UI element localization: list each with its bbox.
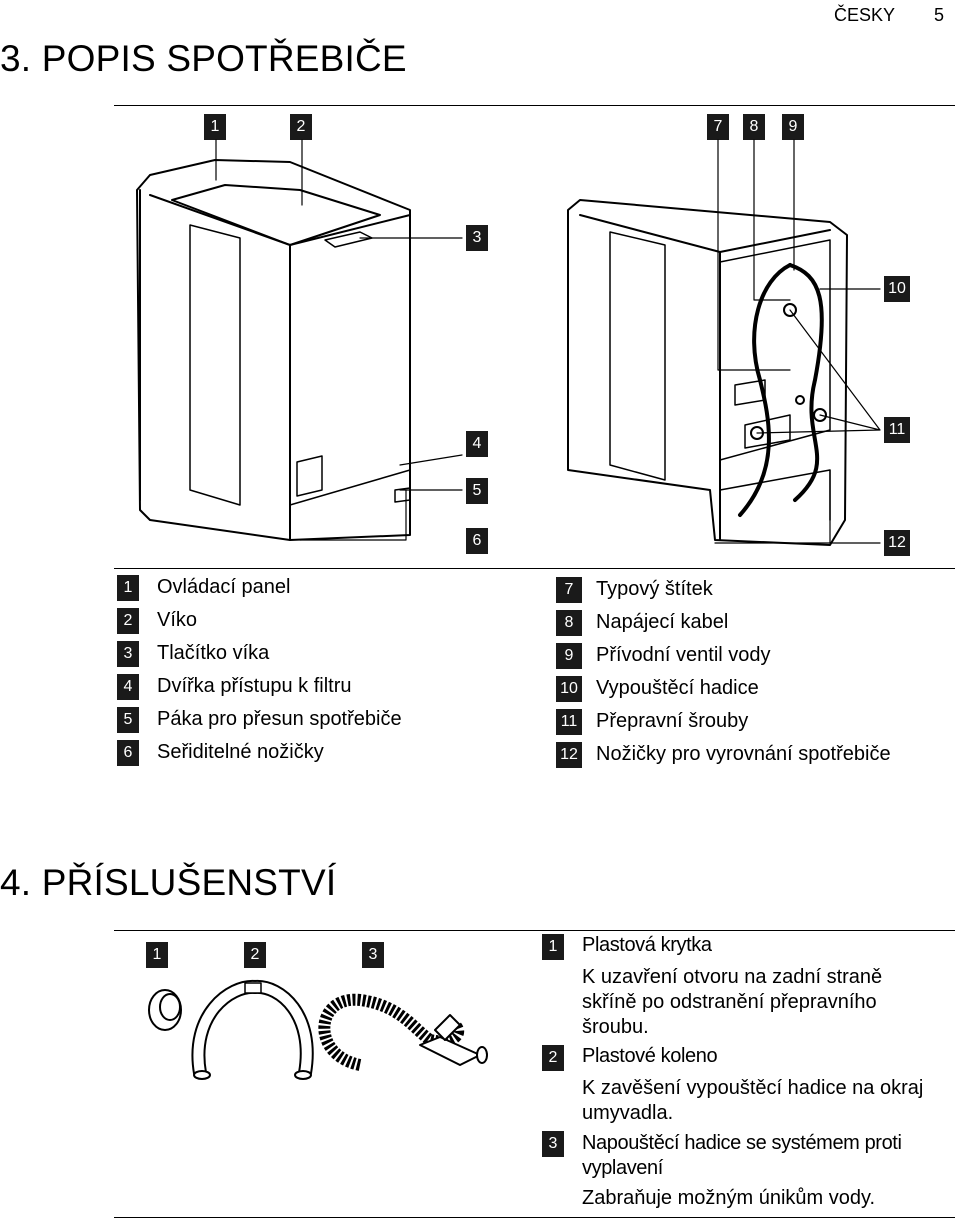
legend-badge: 3 <box>117 641 139 667</box>
callout-badge-7: 7 <box>707 114 729 140</box>
legend-badge: 5 <box>117 707 139 733</box>
accessory-callout-2: 2 <box>244 942 266 968</box>
accessory-title: Napouštěcí hadice se systémem proti vypl… <box>582 1132 902 1179</box>
legend-text: Přepravní šrouby <box>596 710 749 732</box>
appliance-illustration <box>136 139 881 546</box>
accessories-illustration <box>148 979 488 1080</box>
accessory-badge-1: 1 <box>542 934 564 960</box>
legend-text: Páka pro přesun spotřebiče <box>157 708 402 730</box>
legend-text: Seřiditelné nožičky <box>157 741 324 763</box>
callout-badge-9: 9 <box>782 114 804 140</box>
divider-legend <box>114 568 955 569</box>
section-title-accessories: 4. PŘÍSLUŠENSTVÍ <box>0 862 337 903</box>
legend-badge: 2 <box>117 608 139 634</box>
callout-badge-3: 3 <box>466 225 488 251</box>
page-number: 5 <box>934 5 945 25</box>
callout-badge-8: 8 <box>743 114 765 140</box>
accessory-title: Plastová krytka <box>582 934 712 956</box>
legend-text: Tlačítko víka <box>157 642 270 664</box>
accessory-callout-3: 3 <box>362 942 384 968</box>
legend-badge: 4 <box>117 674 139 700</box>
callout-badge-5: 5 <box>466 478 488 504</box>
divider-accessories <box>114 930 955 931</box>
legend-badge: 6 <box>117 740 139 766</box>
callout-badge-2: 2 <box>290 114 312 140</box>
legend-badge: 11 <box>556 709 582 735</box>
legend-text: Napájecí kabel <box>596 611 729 633</box>
section-title-description: 3. POPIS SPOTŘEBIČE <box>0 38 407 79</box>
callout-badge-10: 10 <box>884 276 910 302</box>
accessory-badge-3: 3 <box>542 1131 564 1157</box>
accessory-description: K uzavření otvoru na zadní straně skříně… <box>582 966 883 1038</box>
callout-badge-1: 1 <box>204 114 226 140</box>
callout-badge-6: 6 <box>466 528 488 554</box>
accessory-description: K zavěšení vypouštěcí hadice na okraj um… <box>582 1077 924 1124</box>
callout-badge-4: 4 <box>466 431 488 457</box>
accessory-callout-1: 1 <box>146 942 168 968</box>
language-label: ČESKY <box>834 5 896 25</box>
accessory-description: Zabraňuje možným únikům vody. <box>582 1187 876 1209</box>
accessory-badge-2: 2 <box>542 1045 564 1071</box>
legend-text: Nožičky pro vyrovnání spotřebiče <box>596 743 891 765</box>
legend-text: Dvířka přístupu k filtru <box>157 675 352 697</box>
legend-badge: 10 <box>556 676 582 702</box>
legend-text: Vypouštěcí hadice <box>596 677 759 699</box>
divider-top <box>114 105 955 106</box>
legend-badge: 9 <box>556 643 582 669</box>
legend-badge: 8 <box>556 610 582 636</box>
accessory-title: Plastové koleno <box>582 1045 718 1067</box>
callout-badge-11: 11 <box>884 417 910 443</box>
legend-text: Ovládací panel <box>157 576 291 598</box>
divider-bottom <box>114 1217 955 1218</box>
legend-badge: 12 <box>556 742 582 768</box>
legend-text: Víko <box>157 609 198 631</box>
legend-text: Typový štítek <box>596 578 713 600</box>
legend-badge: 1 <box>117 575 139 601</box>
legend-text: Přívodní ventil vody <box>596 644 771 666</box>
legend-badge: 7 <box>556 577 582 603</box>
callout-badge-12: 12 <box>884 530 910 556</box>
